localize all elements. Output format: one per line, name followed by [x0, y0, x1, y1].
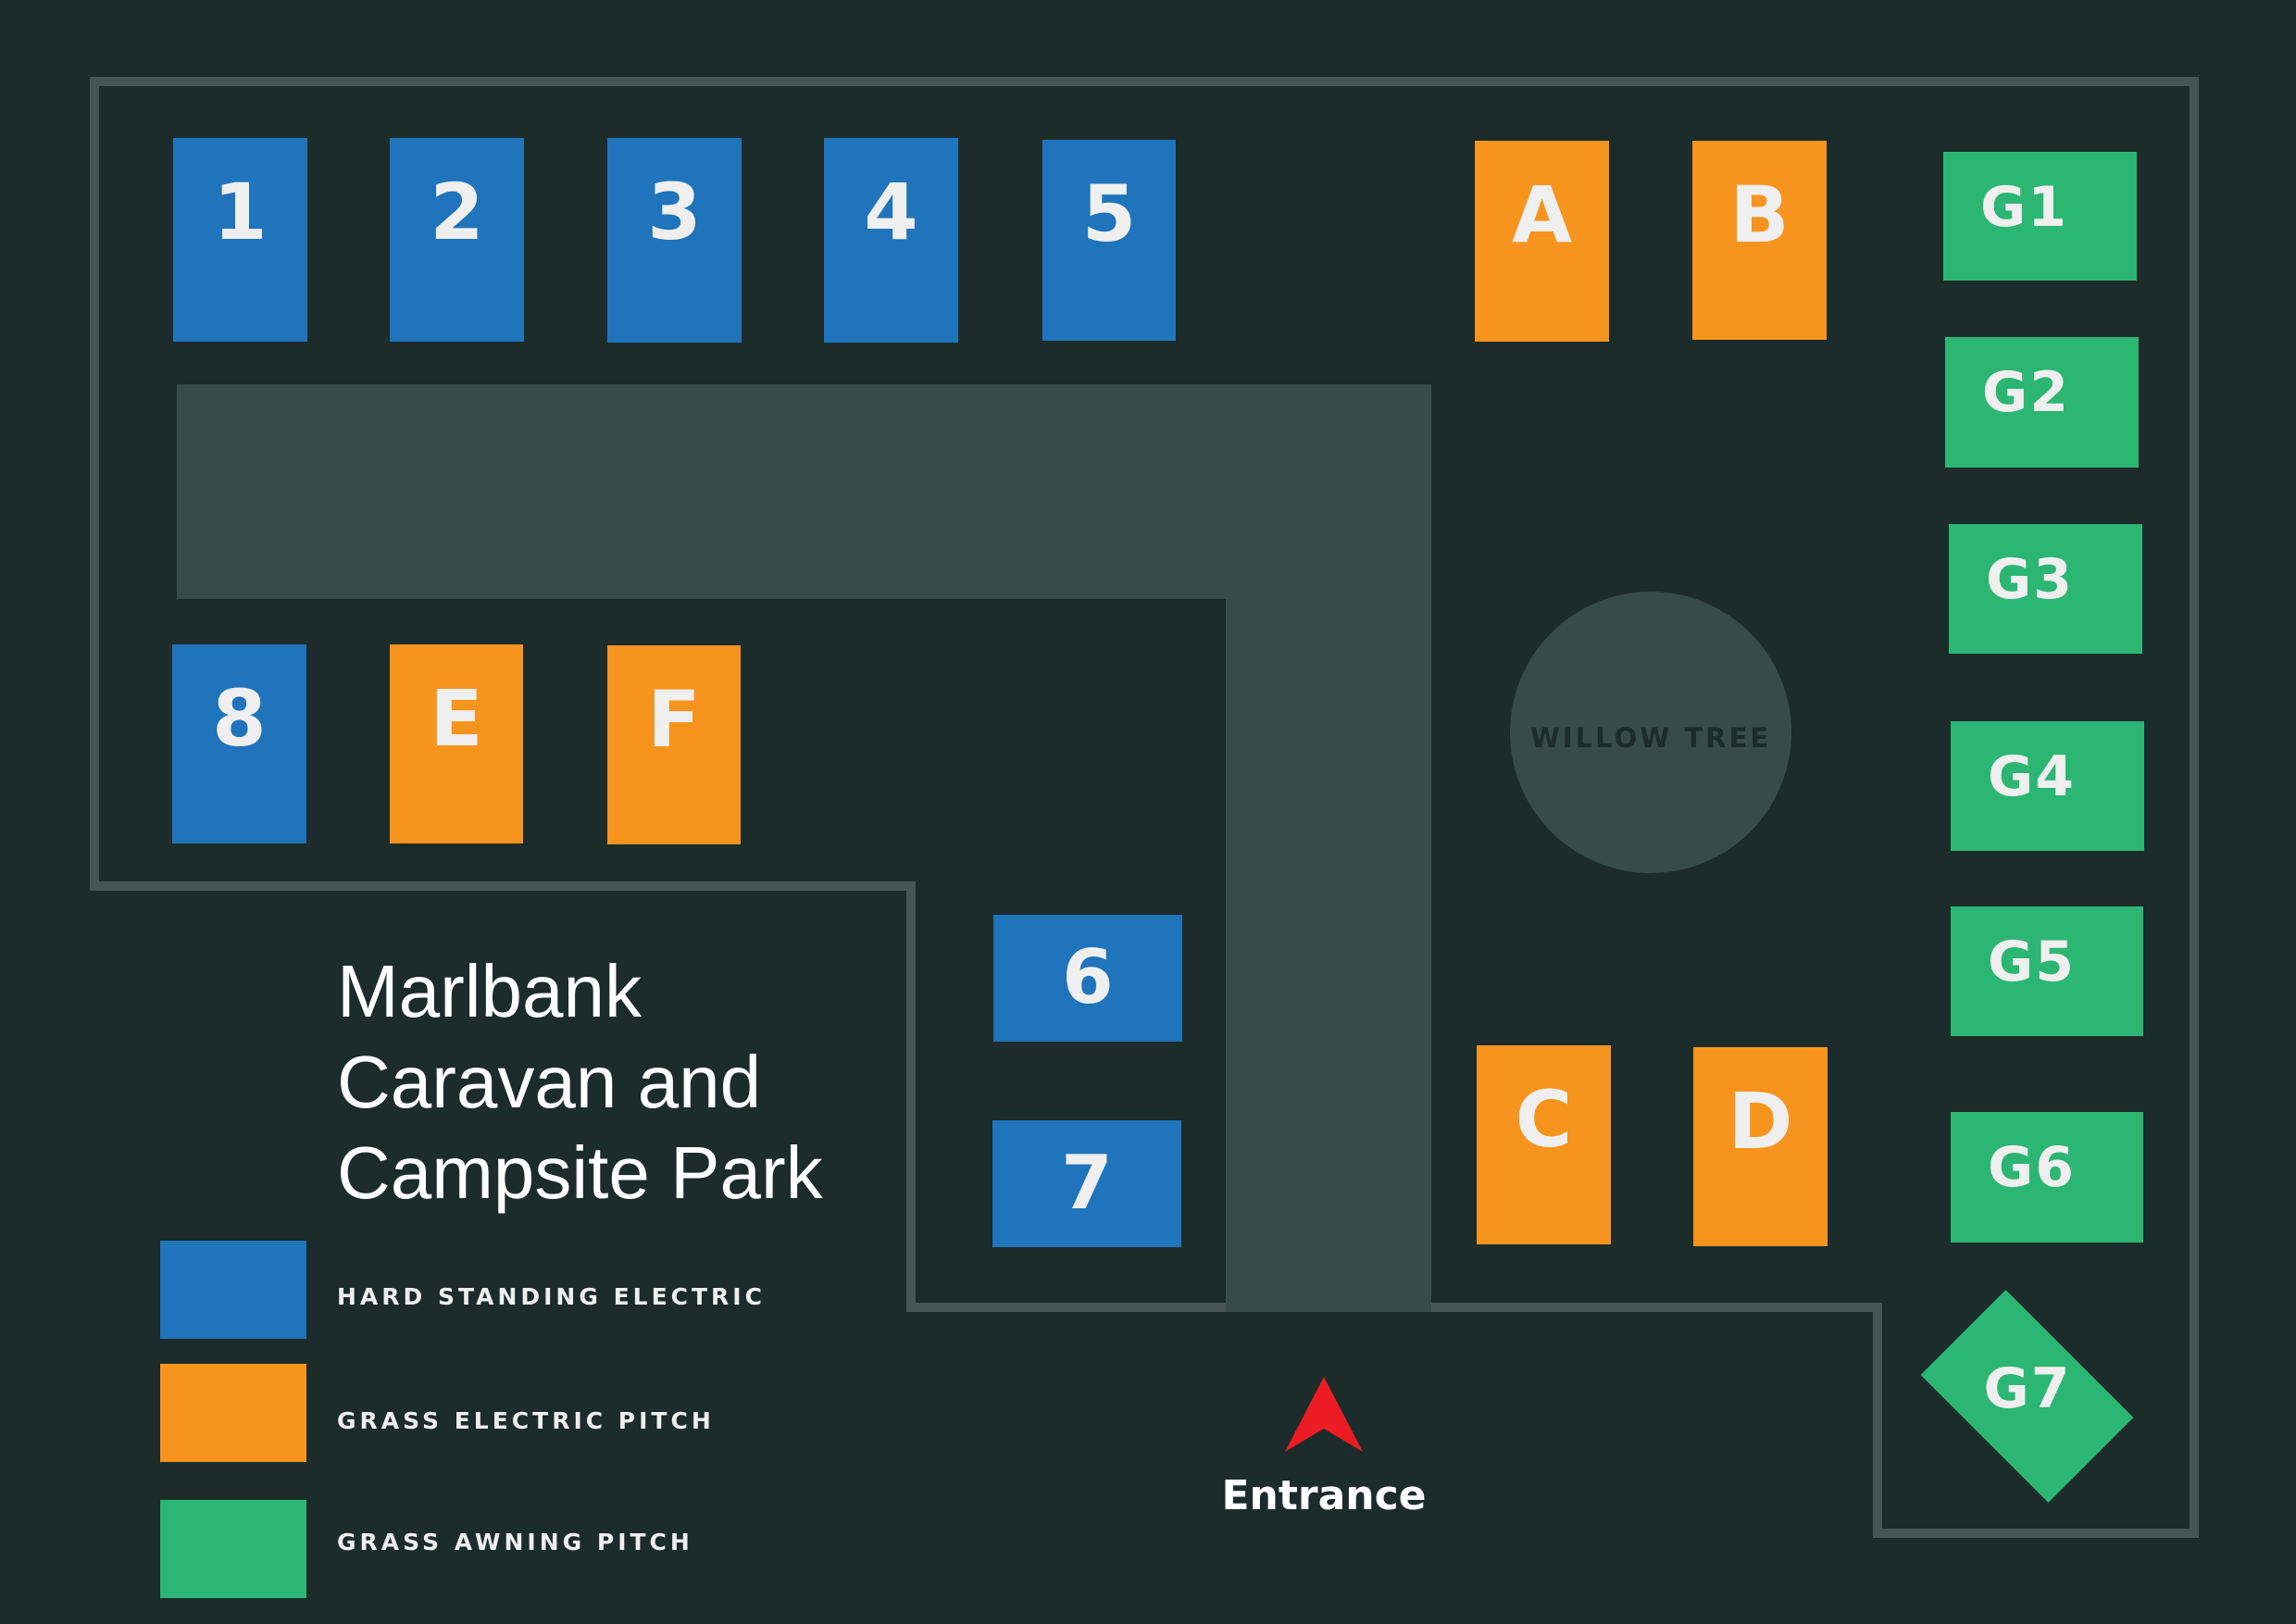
pitch-label: 5 — [1081, 169, 1137, 259]
road-vertical — [1226, 599, 1431, 1312]
pitch-label: D — [1728, 1076, 1793, 1167]
pitch-3[interactable]: 3 — [607, 138, 742, 343]
pitch-label: A — [1511, 169, 1572, 260]
pitch-label: G3 — [1986, 547, 2074, 612]
pitch-g5[interactable]: G5 — [1951, 906, 2143, 1036]
pitch-d[interactable]: D — [1693, 1047, 1828, 1246]
legend-swatch-grass-electric — [160, 1364, 306, 1462]
pitch-5[interactable]: 5 — [1042, 140, 1176, 341]
pitch-6[interactable]: 6 — [993, 915, 1182, 1042]
entrance-label: Entrance — [1221, 1472, 1427, 1519]
title-line: Campsite Park — [337, 1131, 823, 1214]
willow-tree-landmark: WILLOW TREE — [1510, 592, 1791, 873]
arrow-up-icon — [1285, 1377, 1363, 1452]
willow-tree-label: WILLOW TREE — [1529, 722, 1772, 754]
pitch-label: C — [1515, 1074, 1573, 1165]
title-line: Caravan and — [337, 1041, 762, 1123]
title-line: Marlbank — [337, 950, 643, 1032]
pitch-g7-label: G7 — [1983, 1356, 2072, 1421]
pitch-7[interactable]: 7 — [992, 1120, 1181, 1247]
pitch-label: F — [647, 674, 701, 765]
pitch-8[interactable]: 8 — [172, 644, 306, 843]
pitch-label: G2 — [1982, 360, 2070, 425]
pitch-label: 3 — [647, 167, 702, 257]
legend-swatch-hard-standing — [160, 1241, 306, 1339]
pitch-label: G5 — [1988, 930, 2076, 994]
pitch-2[interactable]: 2 — [390, 138, 524, 342]
pitch-g6[interactable]: G6 — [1951, 1112, 2143, 1243]
pitch-b[interactable]: B — [1692, 141, 1827, 340]
pitch-f[interactable]: F — [607, 645, 741, 844]
pitch-label: 6 — [1062, 934, 1114, 1020]
pitch-label: 7 — [1061, 1140, 1113, 1226]
pitch-e[interactable]: E — [390, 644, 523, 843]
legend-swatch-grass-awning — [160, 1500, 306, 1598]
pitch-g2[interactable]: G2 — [1945, 337, 2139, 468]
pitch-c[interactable]: C — [1477, 1045, 1611, 1244]
legend-label-grass-awning: GRASS AWNING PITCH — [337, 1529, 693, 1555]
pitch-label: B — [1729, 169, 1790, 260]
pitch-4[interactable]: 4 — [824, 138, 958, 343]
pitch-label: 2 — [430, 167, 484, 257]
pitch-label: 4 — [864, 167, 918, 257]
pitch-label: 8 — [212, 673, 267, 764]
pitch-1[interactable]: 1 — [173, 138, 307, 342]
legend-label-grass-electric: GRASS ELECTRIC PITCH — [337, 1407, 715, 1434]
pitch-label: G6 — [1988, 1135, 2076, 1200]
pitch-label: 1 — [213, 167, 268, 257]
pitch-g4[interactable]: G4 — [1951, 721, 2144, 851]
pitch-g1[interactable]: G1 — [1943, 152, 2137, 281]
road-horizontal — [177, 384, 1431, 599]
legend-label-hard-standing: HARD STANDING ELECTRIC — [337, 1283, 766, 1310]
pitch-label: G1 — [1980, 175, 2068, 240]
pitch-label: E — [430, 673, 483, 764]
pitch-a[interactable]: A — [1475, 141, 1609, 342]
pitch-g3[interactable]: G3 — [1949, 524, 2142, 654]
park-title: Marlbank Caravan and Campsite Park — [337, 946, 823, 1218]
pitch-label: G4 — [1988, 744, 2076, 809]
